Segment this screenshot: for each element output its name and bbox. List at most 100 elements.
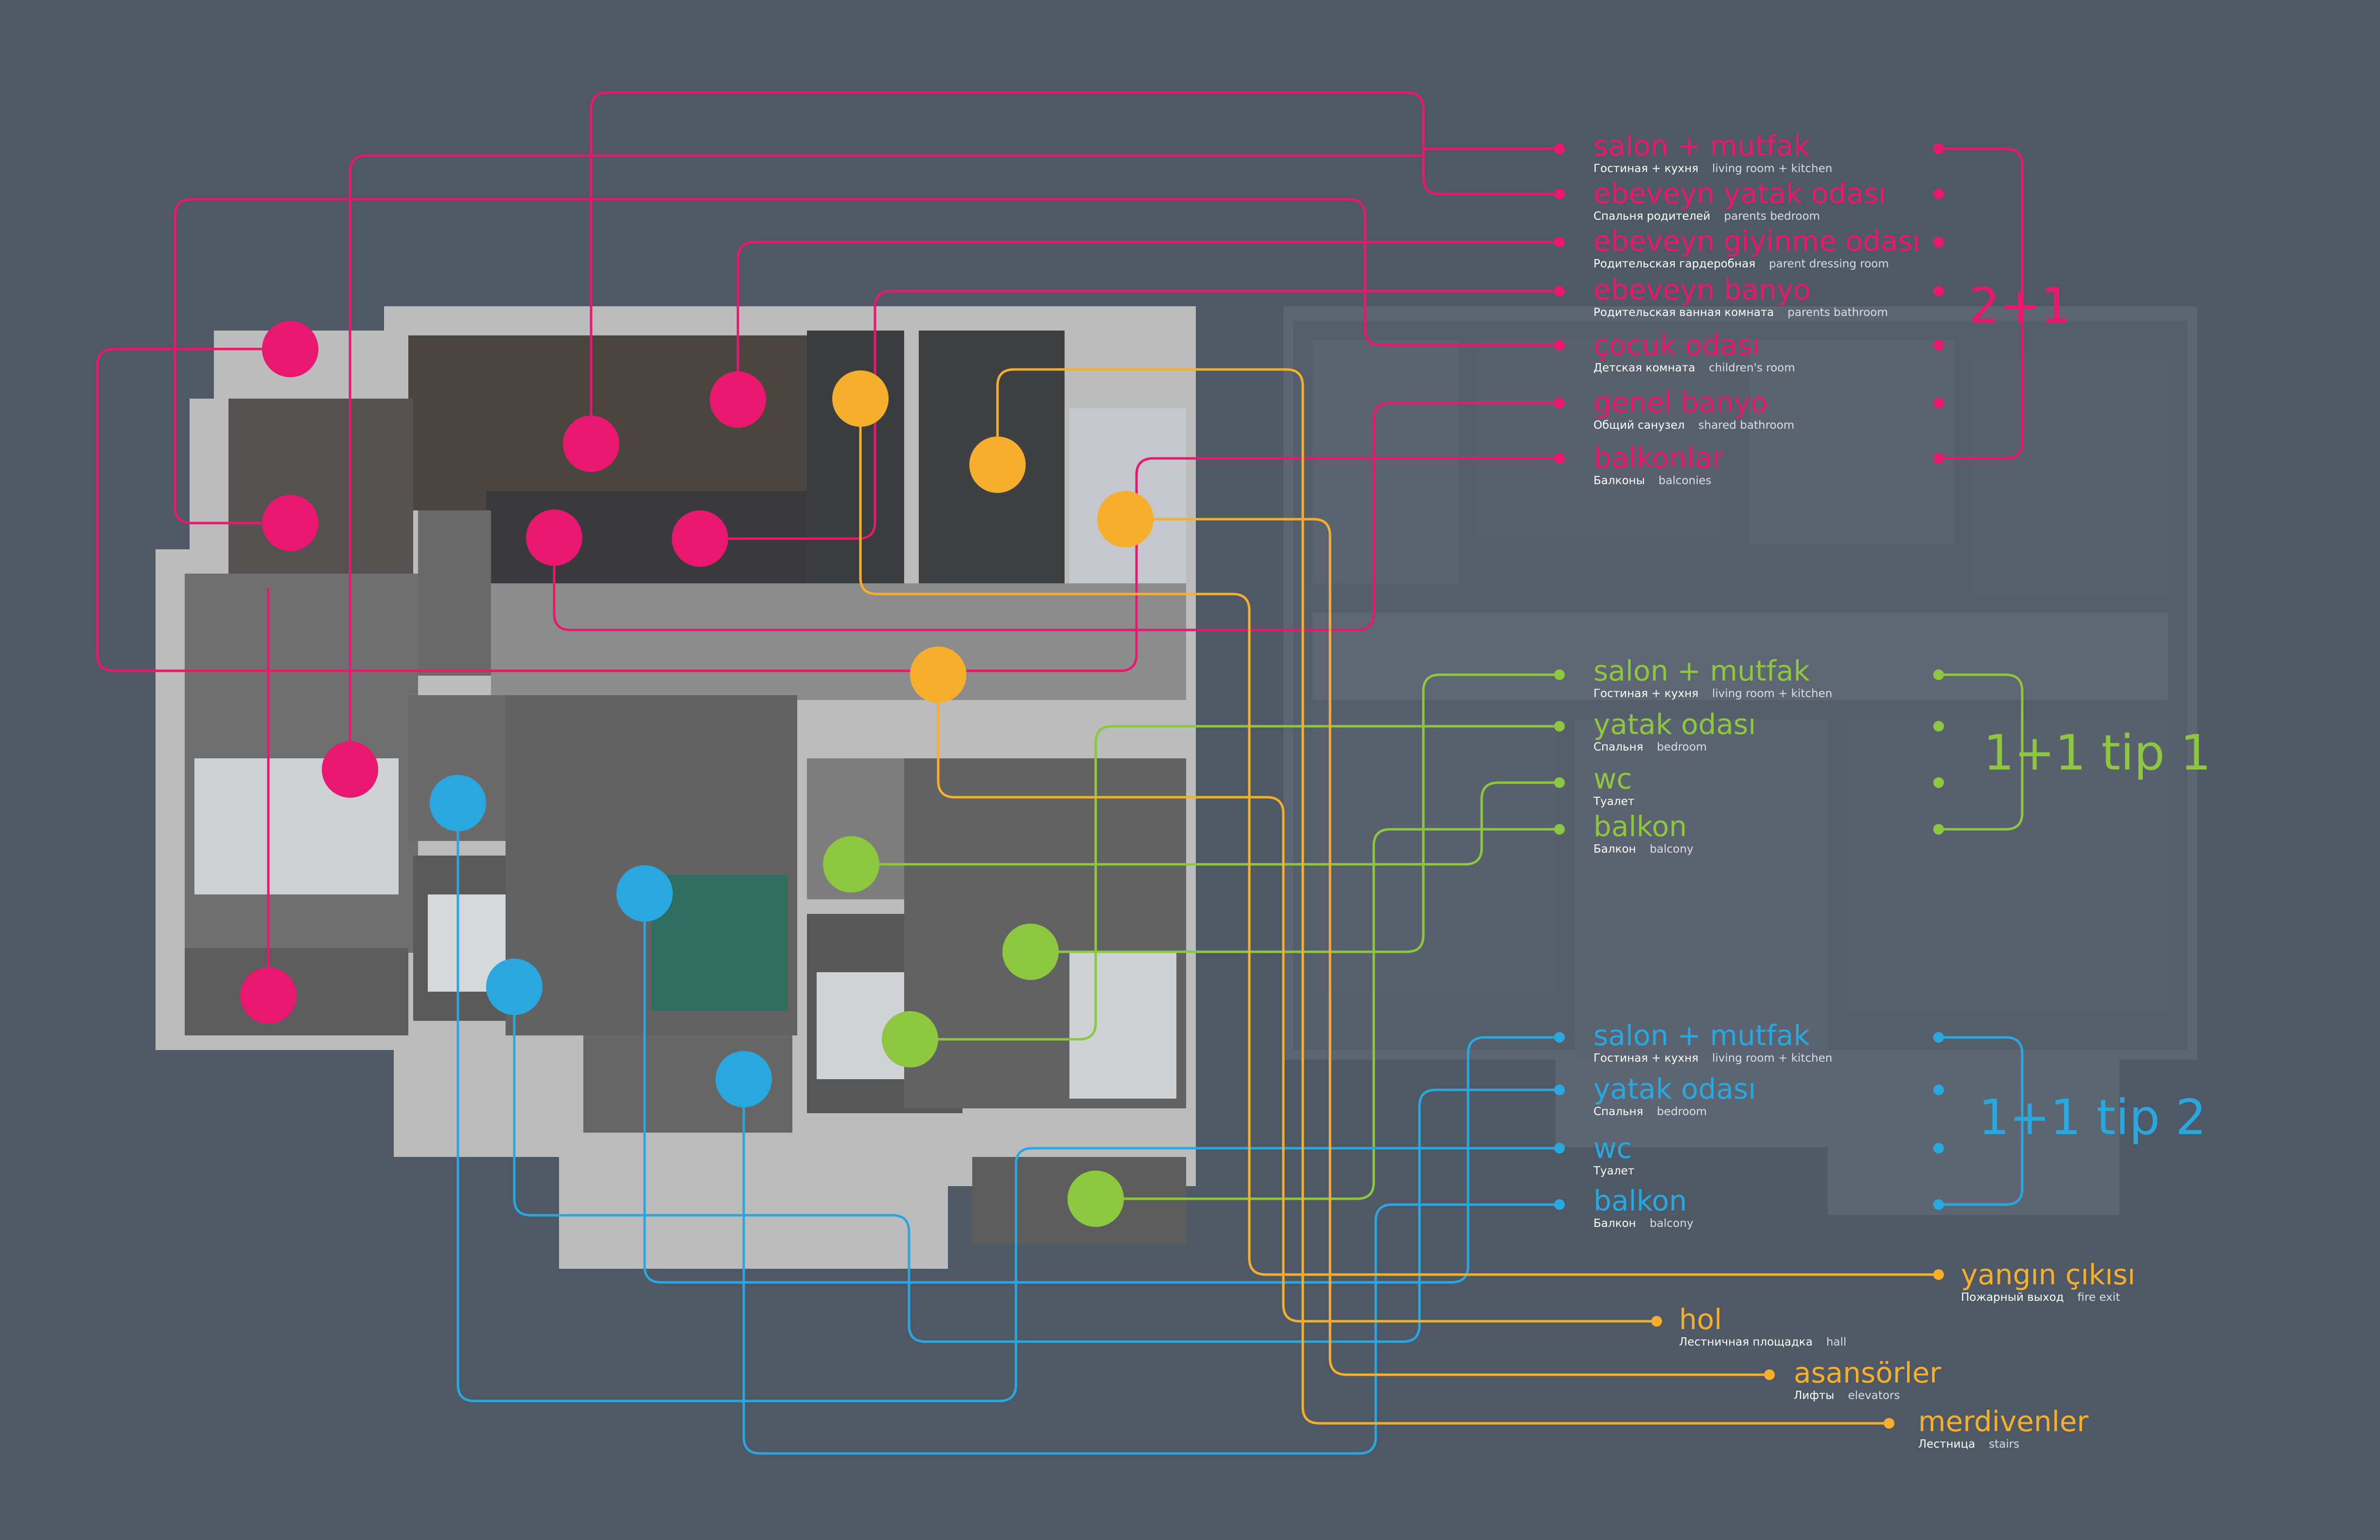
marker-2plus1 bbox=[322, 741, 378, 798]
marker-2plus1 bbox=[672, 510, 728, 567]
group-label-1plus1-tip1: 1+1 tip 1 bbox=[1983, 724, 2211, 781]
marker-2plus1 bbox=[563, 416, 619, 472]
connector-line bbox=[590, 91, 1559, 444]
connector-line bbox=[513, 987, 1559, 1343]
marker-1plus1-tip1 bbox=[882, 1011, 938, 1068]
connector-line bbox=[349, 147, 1559, 770]
legend-bullet bbox=[1933, 453, 1944, 464]
legend-bullet bbox=[1933, 1143, 1944, 1154]
connector-line bbox=[1116, 828, 1559, 1200]
group-label-2plus1: 2+1 bbox=[1969, 277, 2072, 334]
legend-bullet bbox=[1933, 1269, 1944, 1280]
connector-line bbox=[456, 803, 1559, 1402]
legend-bullet bbox=[1933, 721, 1944, 732]
legend-bullet bbox=[1933, 237, 1944, 247]
legend-bullet bbox=[1554, 286, 1565, 297]
connector-line bbox=[96, 348, 1559, 672]
legend-bullet bbox=[1554, 453, 1565, 464]
legend-bullet bbox=[1554, 189, 1565, 199]
legend-bullet bbox=[1933, 824, 1944, 835]
legend-bullet bbox=[1554, 777, 1565, 788]
connector-line bbox=[996, 368, 1889, 1425]
marker-1plus1-tip1 bbox=[1002, 924, 1059, 980]
group-label-1plus1-tip2: 1+1 tip 2 bbox=[1978, 1089, 2206, 1146]
legend-bullet bbox=[1933, 669, 1944, 680]
connector-line bbox=[1031, 673, 1559, 953]
legend-bullet bbox=[1554, 237, 1565, 247]
connector-line bbox=[643, 893, 1559, 1284]
marker-2plus1 bbox=[526, 509, 582, 566]
connector-line bbox=[553, 402, 1559, 631]
connector-line bbox=[859, 399, 1939, 1276]
marker-2plus1 bbox=[710, 371, 766, 428]
connector-line bbox=[910, 725, 1559, 1041]
connector-line bbox=[937, 676, 1657, 1323]
legend-bullet bbox=[1554, 1143, 1565, 1154]
bracket-1plus1-tip1 bbox=[1939, 673, 2024, 831]
main-floor-plan bbox=[156, 306, 1196, 1269]
marker-common bbox=[910, 647, 966, 703]
connector-line bbox=[851, 781, 1559, 866]
legend-bullet bbox=[1933, 286, 1944, 297]
marker-common bbox=[969, 437, 1026, 493]
connector-line bbox=[736, 241, 1559, 400]
marker-dots bbox=[240, 143, 1944, 1429]
legend-bullet bbox=[1554, 721, 1565, 732]
legend-bullet bbox=[1933, 1199, 1944, 1210]
legend-bullet bbox=[1554, 143, 1565, 154]
legend-bullet bbox=[1933, 398, 1944, 408]
legend-bullet bbox=[1933, 189, 1944, 199]
marker-1plus1-tip1 bbox=[1068, 1171, 1124, 1227]
legend-bullet bbox=[1554, 669, 1565, 680]
marker-2plus1 bbox=[240, 967, 297, 1024]
legend-bullet bbox=[1554, 340, 1565, 350]
legend-bullet bbox=[1554, 1032, 1565, 1043]
legend-bullet bbox=[1554, 1085, 1565, 1095]
marker-1plus1-tip2 bbox=[486, 959, 542, 1015]
marker-common bbox=[1097, 491, 1154, 547]
legend-bullet bbox=[1651, 1316, 1662, 1327]
marker-1plus1-tip1 bbox=[823, 836, 879, 892]
bracket-2plus1 bbox=[1939, 147, 2024, 460]
marker-common bbox=[832, 370, 889, 427]
legend-bullet bbox=[1884, 1418, 1894, 1429]
marker-1plus1-tip2 bbox=[616, 865, 673, 922]
legend-bullet bbox=[1933, 777, 1944, 788]
bracket-1plus1-tip2 bbox=[1939, 1036, 2024, 1206]
connector-lines bbox=[96, 91, 2024, 1455]
legend-bullet bbox=[1554, 1199, 1565, 1210]
connector-line bbox=[742, 1079, 1559, 1455]
marker-1plus1-tip2 bbox=[716, 1051, 772, 1107]
marker-2plus1 bbox=[262, 495, 318, 551]
legend-bullet bbox=[1933, 1085, 1944, 1095]
legend-bullet bbox=[1933, 340, 1944, 350]
faded-floor-plan bbox=[1283, 306, 2197, 1215]
connector-line bbox=[174, 198, 1559, 525]
legend-bullet bbox=[1764, 1369, 1775, 1380]
legend-bullet bbox=[1554, 824, 1565, 835]
legend-bullet bbox=[1933, 1032, 1944, 1043]
marker-2plus1 bbox=[262, 321, 318, 377]
connector-line bbox=[1125, 518, 1769, 1376]
legend-bullet bbox=[1933, 143, 1944, 154]
